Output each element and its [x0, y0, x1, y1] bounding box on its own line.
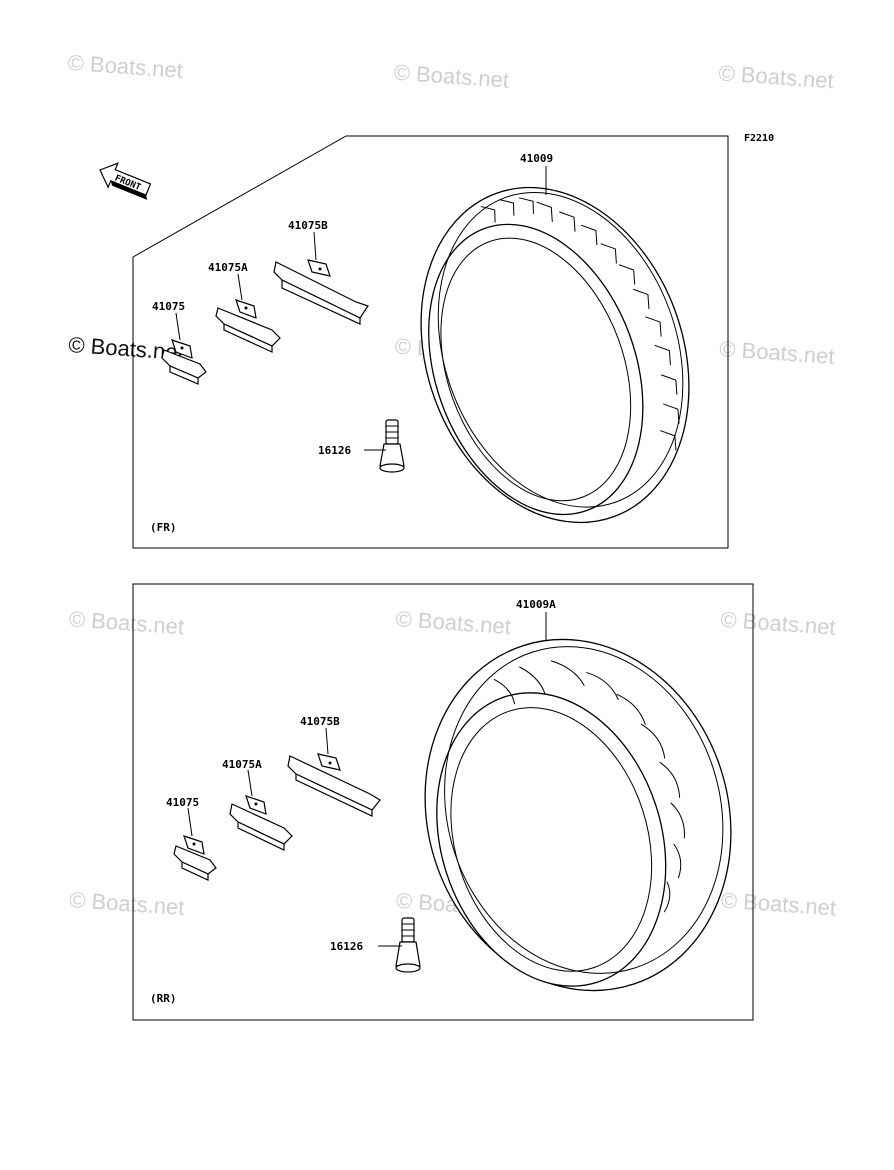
rear-panel: (RR) 41009A 41075B: [132, 583, 754, 1021]
part-label-41009: 41009: [520, 152, 553, 165]
part-label-41009A: 41009A: [516, 598, 556, 611]
part-label-41075: 41075: [166, 796, 199, 809]
front-weight-medium: [215, 299, 281, 353]
watermark: © Boats.net: [720, 607, 837, 640]
watermark: © Boats.net: [719, 336, 836, 369]
rear-valve: [395, 917, 421, 973]
rear-panel-border: [132, 583, 754, 1021]
figure-code: F2210: [744, 133, 774, 144]
watermark: © Boats.net: [393, 60, 510, 93]
part-label-16126: 16126: [318, 444, 351, 457]
rear-tire: [424, 638, 732, 992]
front-weight-large: [273, 259, 369, 325]
front-section-label: (FR): [150, 521, 177, 534]
watermark: © Boats.net: [68, 606, 185, 639]
watermark: © Boats.net: [720, 888, 837, 921]
watermark: © Boats.net: [395, 606, 512, 639]
front-weight-small: [161, 339, 207, 385]
rear-section-label: (RR): [150, 992, 177, 1005]
rear-weight-large: [287, 753, 381, 817]
front-tire: [420, 186, 690, 524]
watermark: © Boats.net: [69, 887, 186, 920]
front-panel-border: [132, 135, 729, 549]
part-label-41075A: 41075A: [208, 261, 248, 274]
watermark: © Boats.net: [718, 60, 835, 93]
part-label-41075A: 41075A: [222, 758, 262, 771]
part-label-41075: 41075: [152, 300, 185, 313]
part-label-41075B: 41075B: [288, 219, 328, 232]
rear-weight-small: [173, 835, 217, 881]
watermark: © Boats.net: [67, 50, 184, 83]
part-label-16126: 16126: [330, 940, 363, 953]
front-arrow-icon: FRONT: [99, 162, 152, 200]
front-valve: [379, 419, 405, 473]
part-label-41075B: 41075B: [300, 715, 340, 728]
front-panel: (FR) 41009 41075B: [132, 135, 729, 549]
rear-weight-medium: [229, 795, 293, 851]
